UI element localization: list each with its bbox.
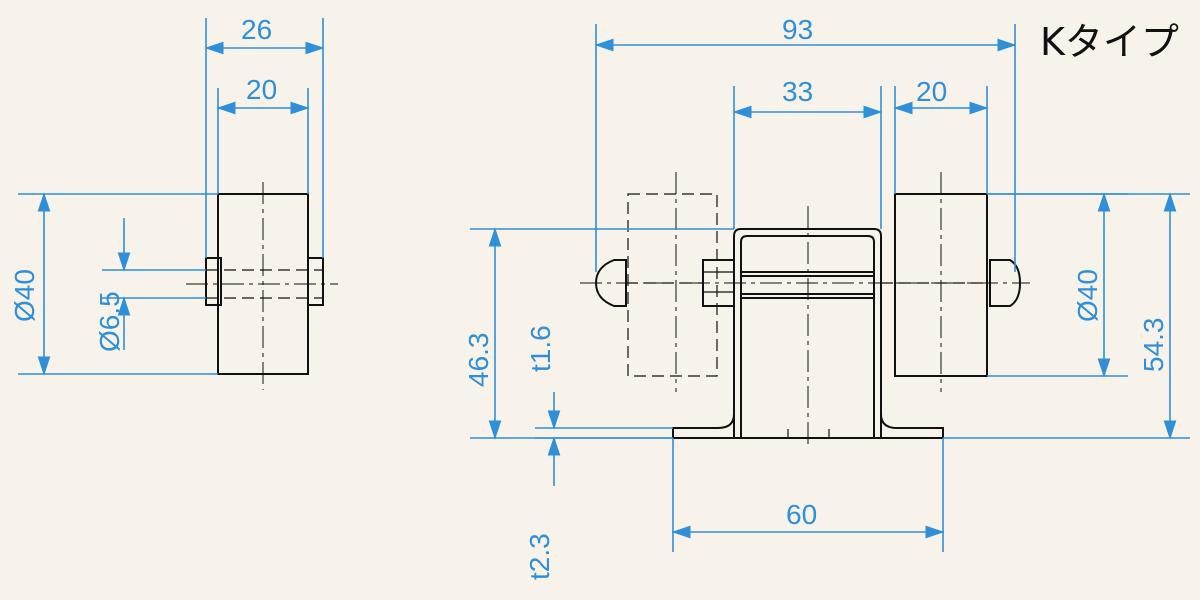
dim-bracket-thickness-label: t1.6: [525, 325, 556, 372]
bracket-outer-u: [733, 228, 882, 438]
dim-left-shaft-diameter-label: Ø6.5: [94, 291, 125, 352]
base-left-fillet: [672, 413, 735, 438]
dim-overall-width-label: 93: [782, 14, 813, 45]
dim-right-roller-diameter-label: Ø40: [1072, 269, 1103, 322]
drawing-title: Kタイプ: [1040, 20, 1179, 64]
dim-left-total-width-label: 26: [241, 14, 272, 45]
dim-left-roller-width-label: 20: [246, 74, 277, 105]
front-view: 93 33 20 46.3 t1.6 t2.3: [463, 14, 1190, 580]
left-side-view: 26 20 Ø40 Ø6.5: [9, 14, 338, 390]
dim-center-width-label: 33: [782, 76, 813, 107]
base-right-fillet: [880, 413, 944, 438]
dim-base-thickness-label: t2.3: [524, 533, 555, 580]
dim-overall-height-label: 54.3: [1138, 318, 1169, 373]
left-bolt-head: [594, 259, 627, 307]
dim-height-to-shaft-label: 46.3: [463, 333, 494, 388]
left-shaft-end-left: [205, 257, 222, 306]
left-roller-hidden-outline: [627, 193, 718, 377]
dim-left-roller-diameter-label: Ø40: [9, 269, 40, 322]
left-shaft-end-right: [307, 257, 324, 306]
dim-base-width-label: 60: [786, 499, 817, 530]
dim-right-roller-width-label: 20: [916, 76, 947, 107]
